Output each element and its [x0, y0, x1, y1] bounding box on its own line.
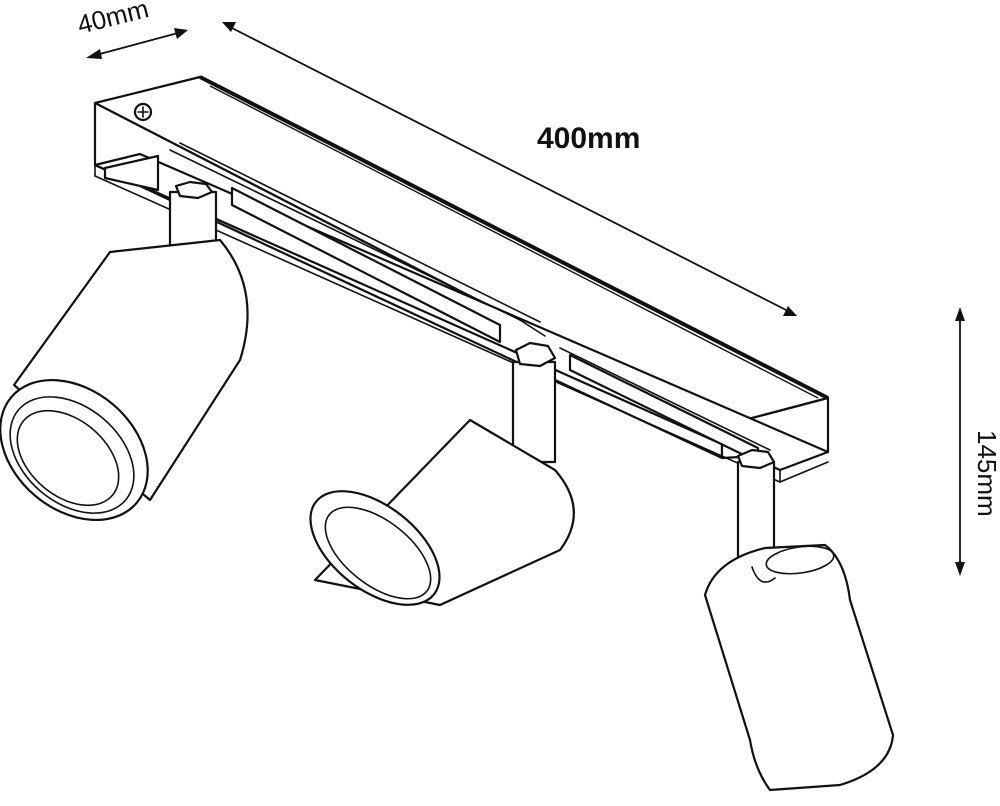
spotlight-right-pivot: [751, 566, 776, 583]
spotlight-left-body: [12, 238, 249, 502]
height-arrowhead-bottom: [955, 562, 965, 576]
depth-arrowhead-left: [86, 49, 102, 59]
bar-slot-1: [103, 154, 160, 192]
length-arrowhead-right: [783, 306, 797, 316]
spotlight-right-body: [703, 543, 895, 792]
length-dimension: 400mm: [222, 22, 797, 316]
depth-arrowhead-right: [174, 28, 188, 39]
spotlight-middle: [309, 341, 575, 607]
bar-slot-2: [230, 186, 502, 344]
spotlight-middle-lens: [324, 506, 432, 600]
height-label: 145mm: [972, 430, 1000, 517]
spotlight-middle-lens-ring: [309, 490, 441, 606]
depth-label: 40mm: [74, 0, 151, 40]
depth-dimension-line: [95, 32, 179, 56]
depth-dimension: 40mm: [74, 0, 188, 59]
spotlight-middle-stem: [511, 360, 557, 464]
spotlight-left-lens: [16, 409, 120, 507]
spotlight-left-lens-ring: [0, 378, 149, 522]
height-arrowhead-top: [955, 307, 965, 321]
length-label: 400mm: [537, 122, 640, 155]
spotlight-left: [0, 180, 249, 522]
length-dimension-line: [229, 26, 789, 312]
mounting-bar: [93, 75, 830, 483]
spotlight-right: [703, 448, 895, 792]
height-dimension: 145mm: [955, 307, 1000, 576]
length-arrowhead-left: [222, 22, 236, 32]
